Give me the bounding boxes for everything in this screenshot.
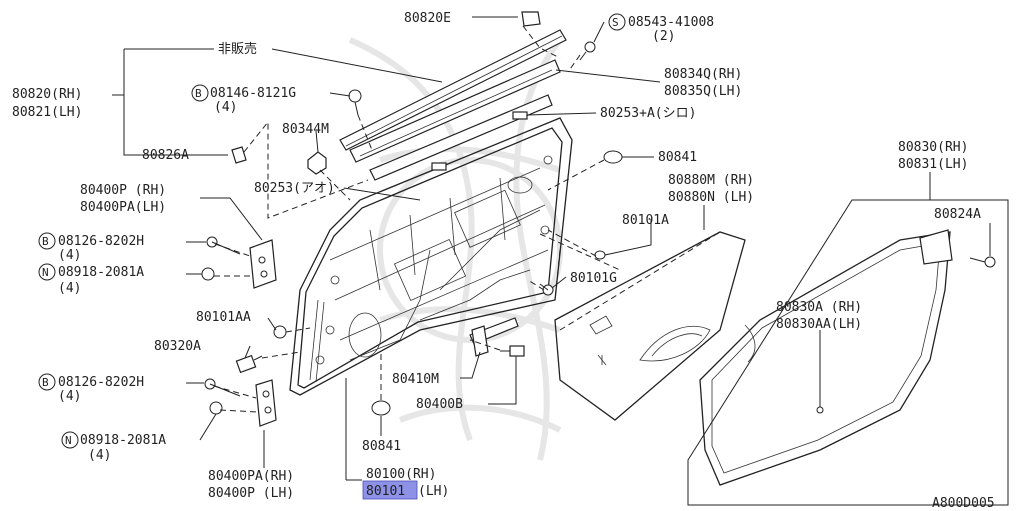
circled-B-badge-2 [38, 232, 56, 250]
label-80400PA-lh: 80400PA(LH) [80, 200, 166, 215]
label-08126-top: 08126-8202H [58, 234, 144, 249]
circled-B-badge-3 [38, 373, 56, 391]
bolt-80400B [500, 345, 525, 357]
highlight-80101 [362, 480, 418, 500]
circled-S-letter: S [612, 16, 619, 29]
inner-sash-80834Q [349, 59, 561, 163]
label-08126-bottom-qty: (4) [58, 389, 81, 404]
seal-panel-80880M [554, 231, 746, 421]
label-80101A: 80101A [622, 213, 669, 228]
label-80253-ao: 80253(アオ) [254, 181, 335, 196]
label-80820E: 80820E [404, 11, 451, 26]
label-08543: 08543-41008 [628, 15, 714, 30]
hinge-upper [201, 236, 277, 289]
plug-80101G [539, 283, 554, 296]
cap-80826A [231, 146, 247, 164]
group-box-80830 [687, 199, 1009, 506]
part-labels: 80820E S 08543-41008 (2) 非販売 80820(RH) 8… [12, 11, 995, 511]
label-08918-bottom: 08918-2081A [80, 433, 166, 448]
label-80826A: 80826A [142, 148, 189, 163]
label-80101G: 80101G [570, 271, 617, 286]
label-08543-qty: (2) [652, 29, 675, 44]
circled-B-letter-1: B [195, 87, 202, 100]
plug-80101A [594, 250, 606, 260]
label-80101AA: 80101AA [196, 310, 251, 325]
label-80834Q: 80834Q(RH) [664, 67, 742, 82]
weatherstrip-80820 [339, 29, 567, 151]
label-80880N: 80880N (LH) [668, 190, 754, 205]
door-check-80410M [469, 317, 519, 357]
sash-plate-80253 [369, 94, 553, 181]
circled-B-badge-1 [191, 84, 209, 102]
door-panel-80100 [289, 117, 573, 396]
label-80400P-lh: 80400P (LH) [208, 486, 294, 501]
label-08146: 08146-8121G [210, 86, 296, 101]
label-80830AA: 80830AA(LH) [776, 317, 862, 332]
label-80100: 80100(RH) [366, 467, 436, 482]
hinge-lower [204, 378, 277, 427]
label-80410M: 80410M [392, 372, 439, 387]
label-80835Q: 80835Q(LH) [664, 84, 742, 99]
leader-lines [112, 16, 991, 481]
label-08918-top-qty: (4) [58, 281, 81, 296]
label-08146-qty: (4) [214, 100, 237, 115]
circled-B-letter-3: B [42, 376, 49, 389]
assembly-lines [213, 25, 721, 413]
label-08126-top-qty: (4) [58, 248, 81, 263]
label-80344M: 80344M [282, 122, 329, 137]
plug-80841-bottom [371, 400, 391, 416]
label-80101-code: 80101 [366, 484, 405, 499]
circled-N-letter-2: N [65, 434, 72, 447]
label-80400P-rh: 80400P (RH) [80, 183, 166, 198]
striker-80320A [235, 354, 263, 374]
circled-N-badge-2 [61, 431, 79, 449]
circled-N-letter-1: N [42, 266, 49, 279]
label-80831: 80831(LH) [898, 157, 968, 172]
label-80830A: 80830A (RH) [776, 300, 862, 315]
screw-08543 [579, 41, 596, 61]
label-08126-bottom: 08126-8202H [58, 375, 144, 390]
clip-80820E [521, 11, 541, 27]
label-80880M: 80880M (RH) [668, 173, 754, 188]
label-80400B: 80400B [416, 397, 463, 412]
weatherstrip-80830 [699, 229, 996, 486]
label-80820: 80820(RH) [12, 87, 82, 102]
label-80824A: 80824A [934, 207, 981, 222]
label-80821: 80821(LH) [12, 105, 82, 120]
label-80253A: 80253+A(シロ) [600, 106, 696, 121]
circled-S-badge [608, 13, 626, 31]
plug-80101AA [273, 325, 287, 339]
label-08918-bottom-qty: (4) [88, 448, 111, 463]
clip-80344M [307, 151, 327, 175]
circled-N-badge-1 [38, 263, 56, 281]
label-80320A: 80320A [154, 339, 201, 354]
label-80841-top: 80841 [658, 150, 697, 165]
bolt-08146 [348, 89, 362, 116]
label-80841-bottom: 80841 [362, 439, 401, 454]
label-80400PA-rh: 80400PA(RH) [208, 469, 294, 484]
label-80830: 80830(RH) [898, 140, 968, 155]
label-hibaibai: 非販売 [218, 41, 257, 57]
label-80101-side: (LH) [418, 484, 449, 499]
label-08918-top: 08918-2081A [58, 265, 144, 280]
circled-B-letter-2: B [42, 235, 49, 248]
plug-80841-top [603, 150, 623, 164]
diagram-id: A800D005 [932, 496, 995, 511]
